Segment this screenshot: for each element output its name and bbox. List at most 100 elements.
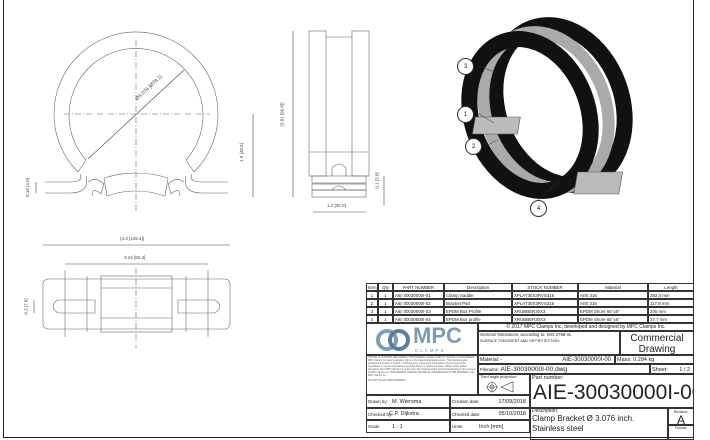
bom-cell: 282.3 mm	[648, 291, 694, 299]
logo-text: MPC	[413, 323, 462, 348]
bom-cell: 117.8 mm	[648, 299, 694, 307]
bom-cell: EPDM Box Profile	[444, 307, 512, 315]
bom-cell: AIE-30030000I-04	[393, 315, 444, 323]
balloon-1: 1	[457, 106, 474, 123]
balloon-4: 4	[530, 200, 547, 217]
filename-label: Filename:	[480, 367, 500, 372]
third-angle-projection-icon	[486, 381, 514, 393]
balloon-3: 3	[457, 58, 474, 75]
checked-by: C.P. Dijkstra	[389, 411, 419, 417]
bom-header-cell: Item	[366, 283, 378, 291]
copyright-line: © 2017 MPC Clamps Inc, developed and des…	[478, 323, 694, 331]
projection-cell: Third angle projection:	[478, 374, 530, 395]
logo-subtext: CLAMPS	[415, 348, 446, 353]
balloon-2: 2	[465, 138, 482, 155]
side-height-dimension: (3.81 [96.6])	[279, 102, 285, 127]
bom-cell: EPDM Box profile	[444, 315, 512, 323]
revision-cell: Revision: A	[668, 408, 694, 425]
bom-cell: 37.7 mm	[648, 315, 694, 323]
bom-cell: XRUBBER30X3	[512, 315, 578, 323]
bom-header-cell: Material	[578, 283, 648, 291]
bom-cell: 1	[378, 307, 393, 315]
checked-date: 05/10/2018	[498, 411, 526, 417]
sheet: 1 / 2	[679, 367, 690, 373]
filename: AIE-30030000I-00.dwg	[500, 366, 568, 373]
checked-date-label: Checked date:	[452, 412, 481, 417]
material-label: Material: -	[480, 357, 503, 363]
sheet-label: Sheet:	[652, 367, 668, 373]
drawing-frame	[3, 0, 694, 438]
bom-cell: AISI 316	[578, 291, 648, 299]
bom-header-cell: Qty	[378, 283, 393, 291]
surface-treatment: SURFACE TREATMENT AND OR PROTECTION:	[480, 339, 560, 343]
units: Inch [mm]	[479, 424, 504, 430]
bom-cell: 3	[366, 307, 378, 315]
bom-cell: AIE-30030000I-03	[393, 307, 444, 315]
notice: NOTICE: IF IN DOUBT REGARDING THIS DRAWI…	[368, 356, 476, 377]
revision: A	[676, 413, 685, 425]
description-label: Description:	[532, 408, 559, 414]
isometric-view	[461, 17, 633, 202]
overall-width-dimension: (4.3 [108.4])	[120, 236, 145, 241]
mass: Mass: 0.284 kg	[615, 355, 694, 364]
bom-cell: 1	[366, 291, 378, 299]
front-view	[35, 31, 254, 212]
bom-cell: EPDM Shore 65°±5°	[578, 307, 648, 315]
no-scale-note: DO NOT SCALE FROM DRAWING	[368, 379, 406, 382]
format-label: Format:	[674, 426, 688, 430]
bom-cell: 206 mm	[648, 307, 694, 315]
slot-dimension: 0.3 [7.6]	[23, 298, 29, 315]
material-code: AIE-30030000I-00	[562, 357, 611, 363]
bom-cell: EPDM Shore 65°±5°	[578, 315, 648, 323]
part-number: AIE-30030000I-00	[533, 381, 694, 404]
filename-cell: Filename: AIE-30030000I-00.dwg	[478, 364, 650, 374]
bom-cell: XRUBBER30X3	[512, 307, 578, 315]
checked-by-label: Checked by:	[368, 412, 393, 417]
bom-cell: Bracket Part	[444, 299, 512, 307]
checked-date-cell: Checked date: 05/10/2018	[450, 408, 530, 420]
bom-header-cell: STOCK NUMBER	[512, 283, 578, 291]
revision-label: Revision:	[673, 410, 689, 414]
format-cell: Format:	[668, 425, 694, 440]
bom-cell: 1	[378, 299, 393, 307]
side-gap-dimension: 0.1 [3.0]	[374, 172, 380, 189]
bom-cell: 2	[366, 299, 378, 307]
inner-width-dimension: 3.24 [82.4]	[124, 255, 146, 260]
description-line-2: Stainless steel	[532, 424, 584, 433]
thickness-dimension: 0.16 [4.0]	[24, 178, 30, 197]
units-cell: Units: Inch [mm]	[450, 420, 530, 433]
bom-cell: XPLAT30X3RVS316	[512, 291, 578, 299]
height-dimension: 1.9 [48.6]	[238, 143, 244, 162]
tolerances-cell: General Tolerances: according to: ISO 27…	[478, 331, 620, 355]
drawing-type: Commercial Drawing	[620, 331, 694, 355]
tolerances: General Tolerances: according to: ISO 27…	[480, 332, 572, 337]
projection-label: Third angle projection:	[480, 375, 518, 379]
drawn-by-label: Drawn by:	[368, 399, 388, 404]
description-line-1: Clamp Bracket Ø 3.076 inch.	[532, 414, 635, 423]
bom-header-cell: Length	[648, 283, 694, 291]
creation-date-cell: Creation date:17/09/2018	[450, 395, 530, 408]
bom-cell: AISI 316	[578, 299, 648, 307]
scale-label: Scale:	[368, 424, 381, 429]
units-label: Units:	[452, 424, 464, 429]
drawn-by-cell: Drawn by:M. Wiersma	[366, 395, 450, 408]
scale: 1 : 1	[392, 424, 403, 430]
side-view	[292, 30, 385, 213]
part-number-label: Part number:	[532, 375, 564, 381]
bom-cell: 1	[378, 315, 393, 323]
description-cell: Description: Clamp Bracket Ø 3.076 inch.…	[530, 408, 668, 440]
company-logo: MPC CLAMPS	[366, 323, 478, 355]
bottom-view	[33, 244, 231, 348]
bom-cell: 4	[366, 315, 378, 323]
bom-cell: XPLAT30X3RVS316	[512, 299, 578, 307]
sheet-cell: Sheet: 1 / 2	[650, 364, 694, 374]
bom-header-cell: PART NUMBER	[393, 283, 444, 291]
notice-text: NOTICE: IF IN DOUBT REGARDING THIS DRAWI…	[366, 355, 478, 395]
side-width-dimension: 1.2 [30.0]	[327, 203, 346, 208]
bom-cell: AIE-30030000I-01	[393, 291, 444, 299]
creation-date: 17/09/2018	[498, 399, 526, 405]
checked-by-cell: Checked by:C.P. Dijkstra	[366, 408, 450, 420]
part-number-cell: Part number: AIE-30030000I-00	[530, 374, 694, 408]
